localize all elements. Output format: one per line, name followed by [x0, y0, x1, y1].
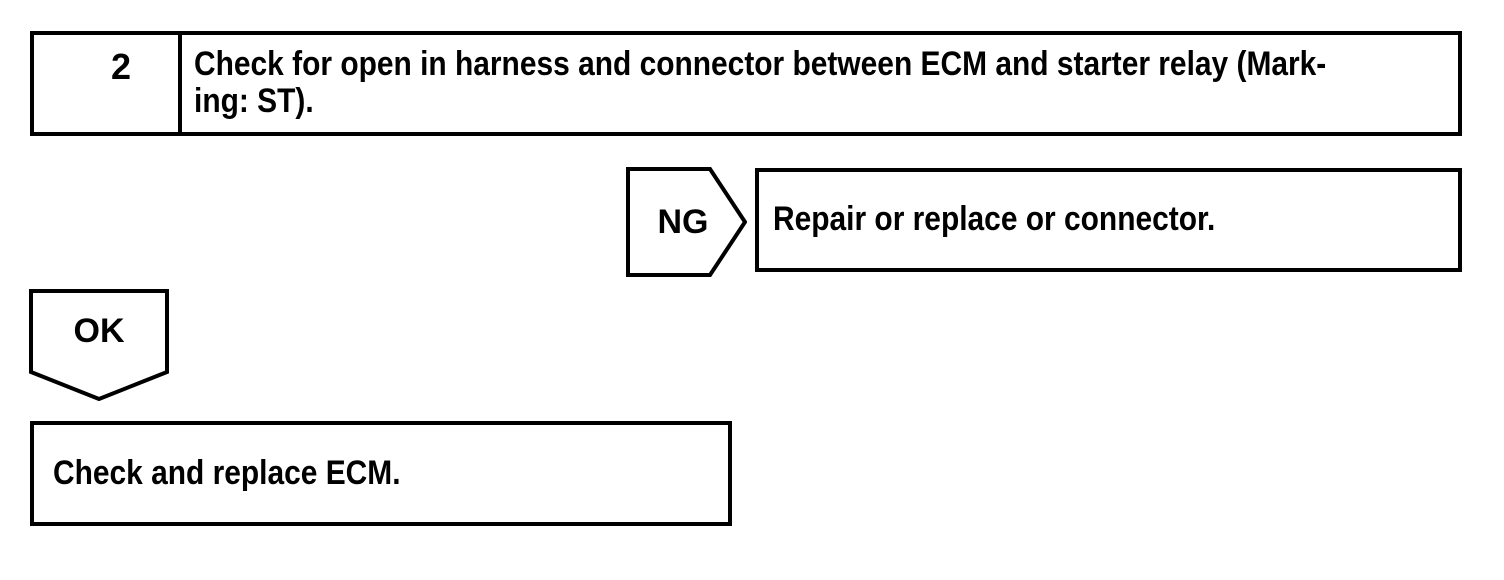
ng-pentagon-shape [626, 167, 747, 277]
ng-action-box: Repair or replace or connector. [755, 168, 1462, 272]
step-instruction-line-1: Check for open in harness and connector … [194, 45, 1327, 83]
ng-action-text: Repair or replace or connector. [773, 200, 1216, 239]
ok-action-box: Check and replace ECM. [30, 421, 732, 526]
ok-action-text: Check and replace ECM. [53, 453, 401, 492]
step-instruction-line-2: ing: ST). [194, 82, 314, 121]
ok-pentagon-shape [29, 289, 169, 401]
step-number: 2 [110, 46, 132, 87]
step-number-cell: 2 [34, 35, 182, 132]
step-box: 2 Check for open in harness and connecto… [30, 31, 1462, 136]
step-instruction: Check for open in harness and connector … [182, 35, 1481, 132]
